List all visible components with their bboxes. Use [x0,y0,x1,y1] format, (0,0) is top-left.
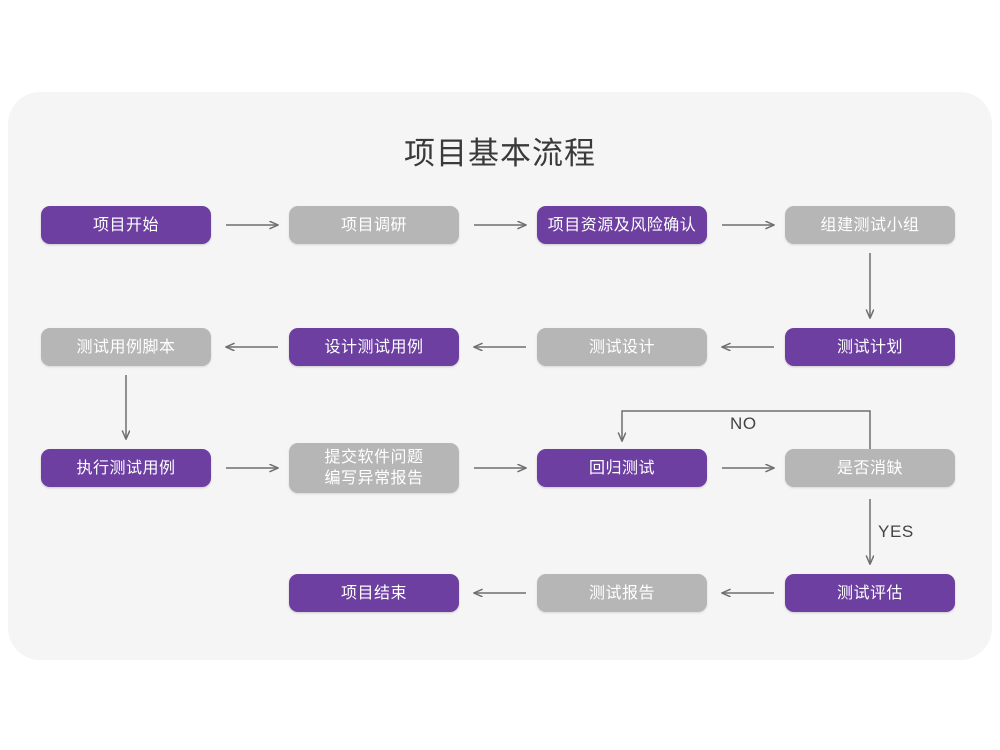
node-test-report[interactable]: 测试报告 [537,574,707,612]
node-project-end[interactable]: 项目结束 [289,574,459,612]
edge-label-yes: YES [878,522,914,541]
node-test-plan[interactable]: 测试计划 [785,328,955,366]
node-project-start[interactable]: 项目开始 [41,206,211,244]
node-defect-resolved-decision[interactable]: 是否消缺 [785,449,955,487]
edge-label-no: NO [730,414,757,433]
node-submit-defect-report[interactable]: 提交软件问题 编写异常报告 [289,443,459,493]
node-execute-test-cases[interactable]: 执行测试用例 [41,449,211,487]
flowchart-card [8,92,992,660]
page-title: 项目基本流程 [404,136,596,171]
node-regression-test[interactable]: 回归测试 [537,449,707,487]
node-test-design[interactable]: 测试设计 [537,328,707,366]
node-test-evaluation[interactable]: 测试评估 [785,574,955,612]
node-design-test-cases[interactable]: 设计测试用例 [289,328,459,366]
node-test-case-script[interactable]: 测试用例脚本 [41,328,211,366]
node-resource-risk-confirm[interactable]: 项目资源及风险确认 [537,206,707,244]
node-project-research[interactable]: 项目调研 [289,206,459,244]
node-form-test-team[interactable]: 组建测试小组 [785,206,955,244]
